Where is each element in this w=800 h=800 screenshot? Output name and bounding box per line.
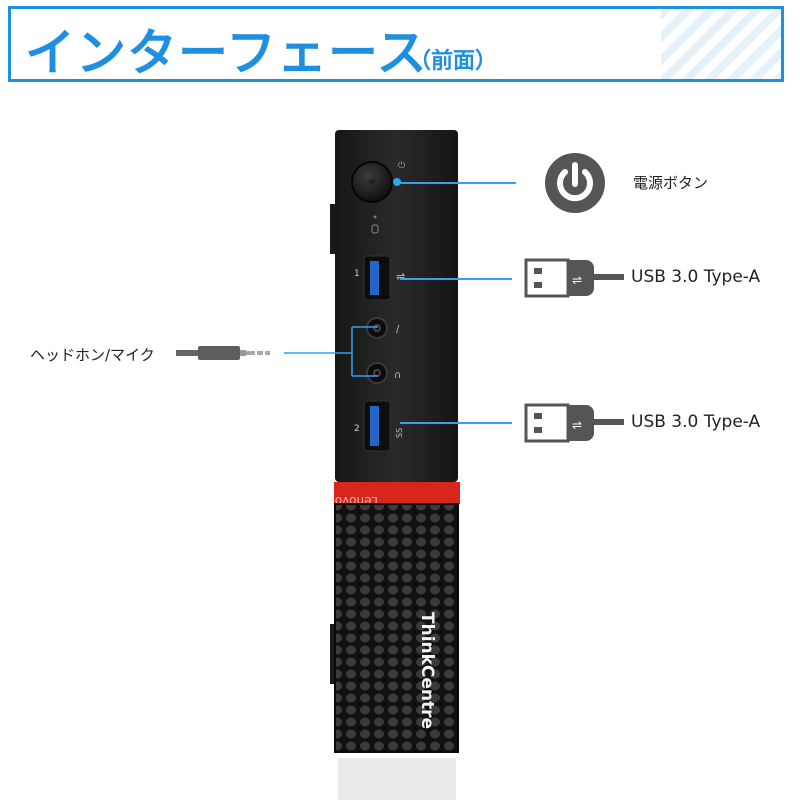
usb2-callout-line (400, 422, 512, 424)
audio-label: ヘッドホン/マイク (30, 346, 155, 364)
header-banner: インターフェース （前面） (8, 6, 784, 82)
thinkcentre-logo-text: ThinkCentre (417, 612, 437, 729)
header-stripes (661, 9, 781, 79)
usb1-callout-line (400, 278, 512, 280)
hdd-led-icon (371, 224, 379, 234)
page-title: インターフェース (25, 24, 428, 82)
power-label: 電源ボタン (633, 174, 709, 192)
page-subtitle: （前面） (409, 49, 498, 74)
side-bump-bottom (330, 624, 336, 684)
vent-grille (335, 504, 458, 752)
headphone-icon: ∩ (394, 370, 401, 381)
usb-plug-icon-2: ⇌ (524, 403, 624, 443)
svg-text:⇌: ⇌ (572, 273, 582, 287)
ss-usb-mark: SS (395, 428, 404, 438)
side-bump-top (330, 204, 336, 254)
front-panel (335, 130, 458, 482)
usb2-label: USB 3.0 Type-A (631, 412, 761, 432)
svg-text:⇌: ⇌ (572, 418, 582, 432)
port-number-2: 2 (354, 424, 360, 434)
usb-plug-icon: ⇌ (524, 258, 624, 298)
reflection (338, 758, 456, 800)
power-symbol-icon: ⏻ (398, 160, 405, 171)
audio-plug-icon (198, 346, 240, 360)
usb1-label: USB 3.0 Type-A (631, 267, 761, 287)
mic-icon: / (396, 324, 400, 335)
port-number-1: 1 (354, 269, 360, 279)
power-icon (545, 153, 605, 213)
usb-symbol-icon: ⇌ (396, 270, 405, 283)
power-callout-dot (393, 178, 401, 186)
audio-callout (176, 326, 378, 377)
thinkcentre-tiny-pc: ⏻ 1 ⇌ / ∩ 2 SS Lenovo ThinkCentre (330, 130, 460, 800)
power-callout-line (396, 182, 516, 184)
lenovo-band (334, 482, 460, 504)
audio-plug-cable (176, 350, 198, 356)
